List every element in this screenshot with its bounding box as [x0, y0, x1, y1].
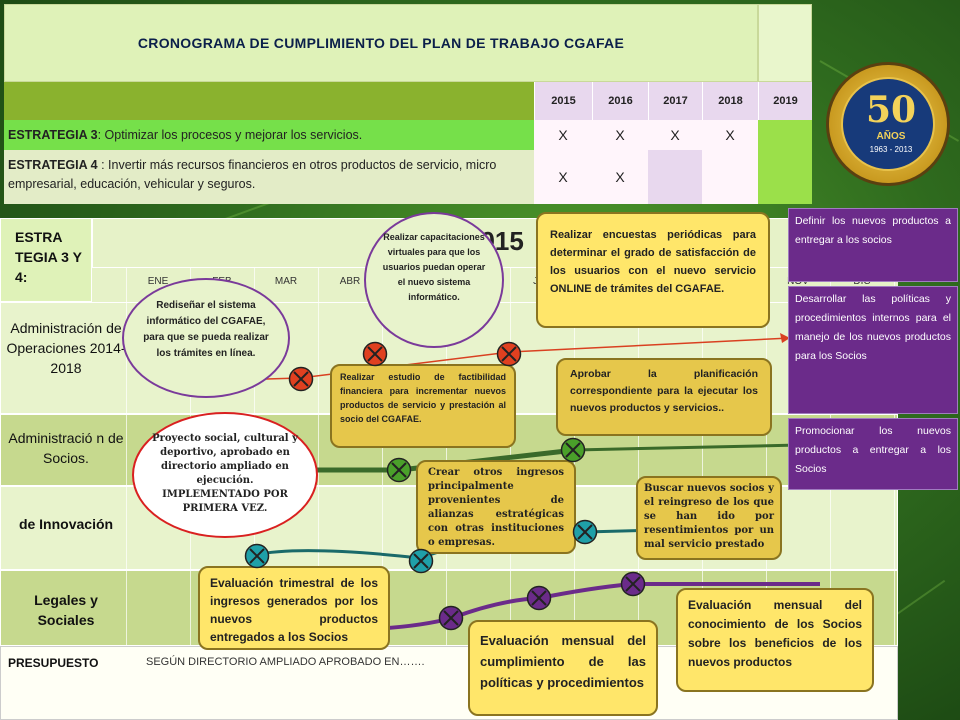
callout-factibilidad: Realizar estudio de factibilidad financi…: [330, 364, 516, 448]
month-header-ene: ENE: [147, 276, 169, 287]
callout-eval-conocimiento: Evaluación mensual del conocimiento de l…: [676, 588, 874, 692]
action-desarrollar: Desarrollar las políticas y procedimient…: [788, 286, 958, 414]
marker-eval-trimestral: [438, 605, 464, 631]
row-label-presupuesto: PRESUPUESTO: [8, 656, 99, 670]
row-label-operaciones: Administración de Operaciones 2014-2018: [6, 320, 126, 376]
strategy-3-label: ESTRATEGIA 3: [8, 128, 98, 142]
right-action-panel: Definir los nuevos productos a entregar …: [788, 208, 958, 490]
year-header-2015: 2015: [534, 82, 592, 120]
callout-buscar-socios: Buscar nuevos socios y el reingreso de l…: [636, 476, 782, 560]
callout-redisenar: Rediseñar el sistema informático del CGA…: [122, 278, 290, 398]
callout-eval-politicas: Evaluación mensual del cumplimiento de l…: [468, 620, 658, 716]
callout-proyecto-social: Proyecto social, cultural y deportivo, a…: [132, 412, 318, 538]
callout-eval-trimestral: Evaluación trimestral de los ingresos ge…: [198, 566, 390, 650]
logo-number: 50: [865, 89, 917, 131]
year-header-2016: 2016: [592, 82, 648, 120]
grid-header-label: ESTRA TEGIA 3 Y 4:: [0, 218, 92, 302]
marker-planificacion: [560, 437, 586, 463]
marker-encuestas: [496, 341, 522, 367]
action-definir: Definir los nuevos productos a entregar …: [788, 208, 958, 282]
month-header-abr: ABR: [339, 276, 361, 287]
marker-capacitaciones: [362, 341, 388, 367]
marker-otros-ingresos: [408, 548, 434, 574]
strategy-4-text: : Invertir más recursos financieros en o…: [8, 158, 497, 191]
logo-sub: AÑOS: [876, 131, 906, 142]
row-label-legales: Legales y Sociales: [34, 592, 98, 628]
row-label-socios: Administració n de Socios.: [8, 430, 124, 466]
marker-eval-conocimiento: [620, 571, 646, 597]
callout-planificacion: Aprobar la planificación correspondiente…: [556, 358, 772, 436]
month-header-mar: MAR: [274, 276, 298, 287]
callout-otros-ingresos: Crear otros ingresos principalmente prov…: [416, 460, 576, 554]
page-title: CRONOGRAMA DE CUMPLIMIENTO DEL PLAN DE T…: [4, 4, 758, 82]
schedule-summary-table: CRONOGRAMA DE CUMPLIMIENTO DEL PLAN DE T…: [4, 4, 812, 204]
logo-years: 1963 - 2013: [869, 145, 913, 154]
strategy-4-mark-2016: X: [615, 169, 625, 185]
strategy-4-mark-2015: X: [558, 169, 568, 185]
year-header-2017: 2017: [648, 82, 702, 120]
row-label-innovacion: de Innovación: [18, 516, 114, 532]
callout-capacitaciones: Realizar capacitaciones virtuales para q…: [364, 212, 504, 348]
marker-redisenar: [288, 366, 314, 392]
strategy-3-row: ESTRATEGIA 3 : Optimizar los procesos y …: [4, 120, 534, 150]
strategy-3-mark-2016: X: [615, 127, 625, 143]
anniversary-logo: 50 AÑOS 1963 - 2013: [826, 62, 950, 186]
year-header-2019: 2019: [758, 82, 812, 120]
strategy-3-text: : Optimizar los procesos y mejorar los s…: [97, 128, 363, 142]
action-promocionar: Promocionar los nuevos productos a entre…: [788, 418, 958, 490]
marker-eval-politicas: [526, 585, 552, 611]
marker-factibilidad: [386, 457, 412, 483]
budget-text: SEGÚN DIRECTORIO AMPLIADO APROBADO EN…….: [146, 656, 425, 668]
callout-encuestas: Realizar encuestas periódicas para deter…: [536, 212, 770, 328]
strategy-4-row: ESTRATEGIA 4 : Invertir más recursos fin…: [4, 150, 534, 204]
year-header-2018: 2018: [702, 82, 758, 120]
marker-proyecto-social: [244, 543, 270, 569]
strategy-4-label: ESTRATEGIA 4: [8, 158, 98, 172]
strategy-3-mark-2018: X: [725, 127, 735, 143]
marker-buscar-socios: [572, 519, 598, 545]
strategy-3-mark-2017: X: [670, 127, 680, 143]
strategy-3-mark-2015: X: [558, 127, 568, 143]
